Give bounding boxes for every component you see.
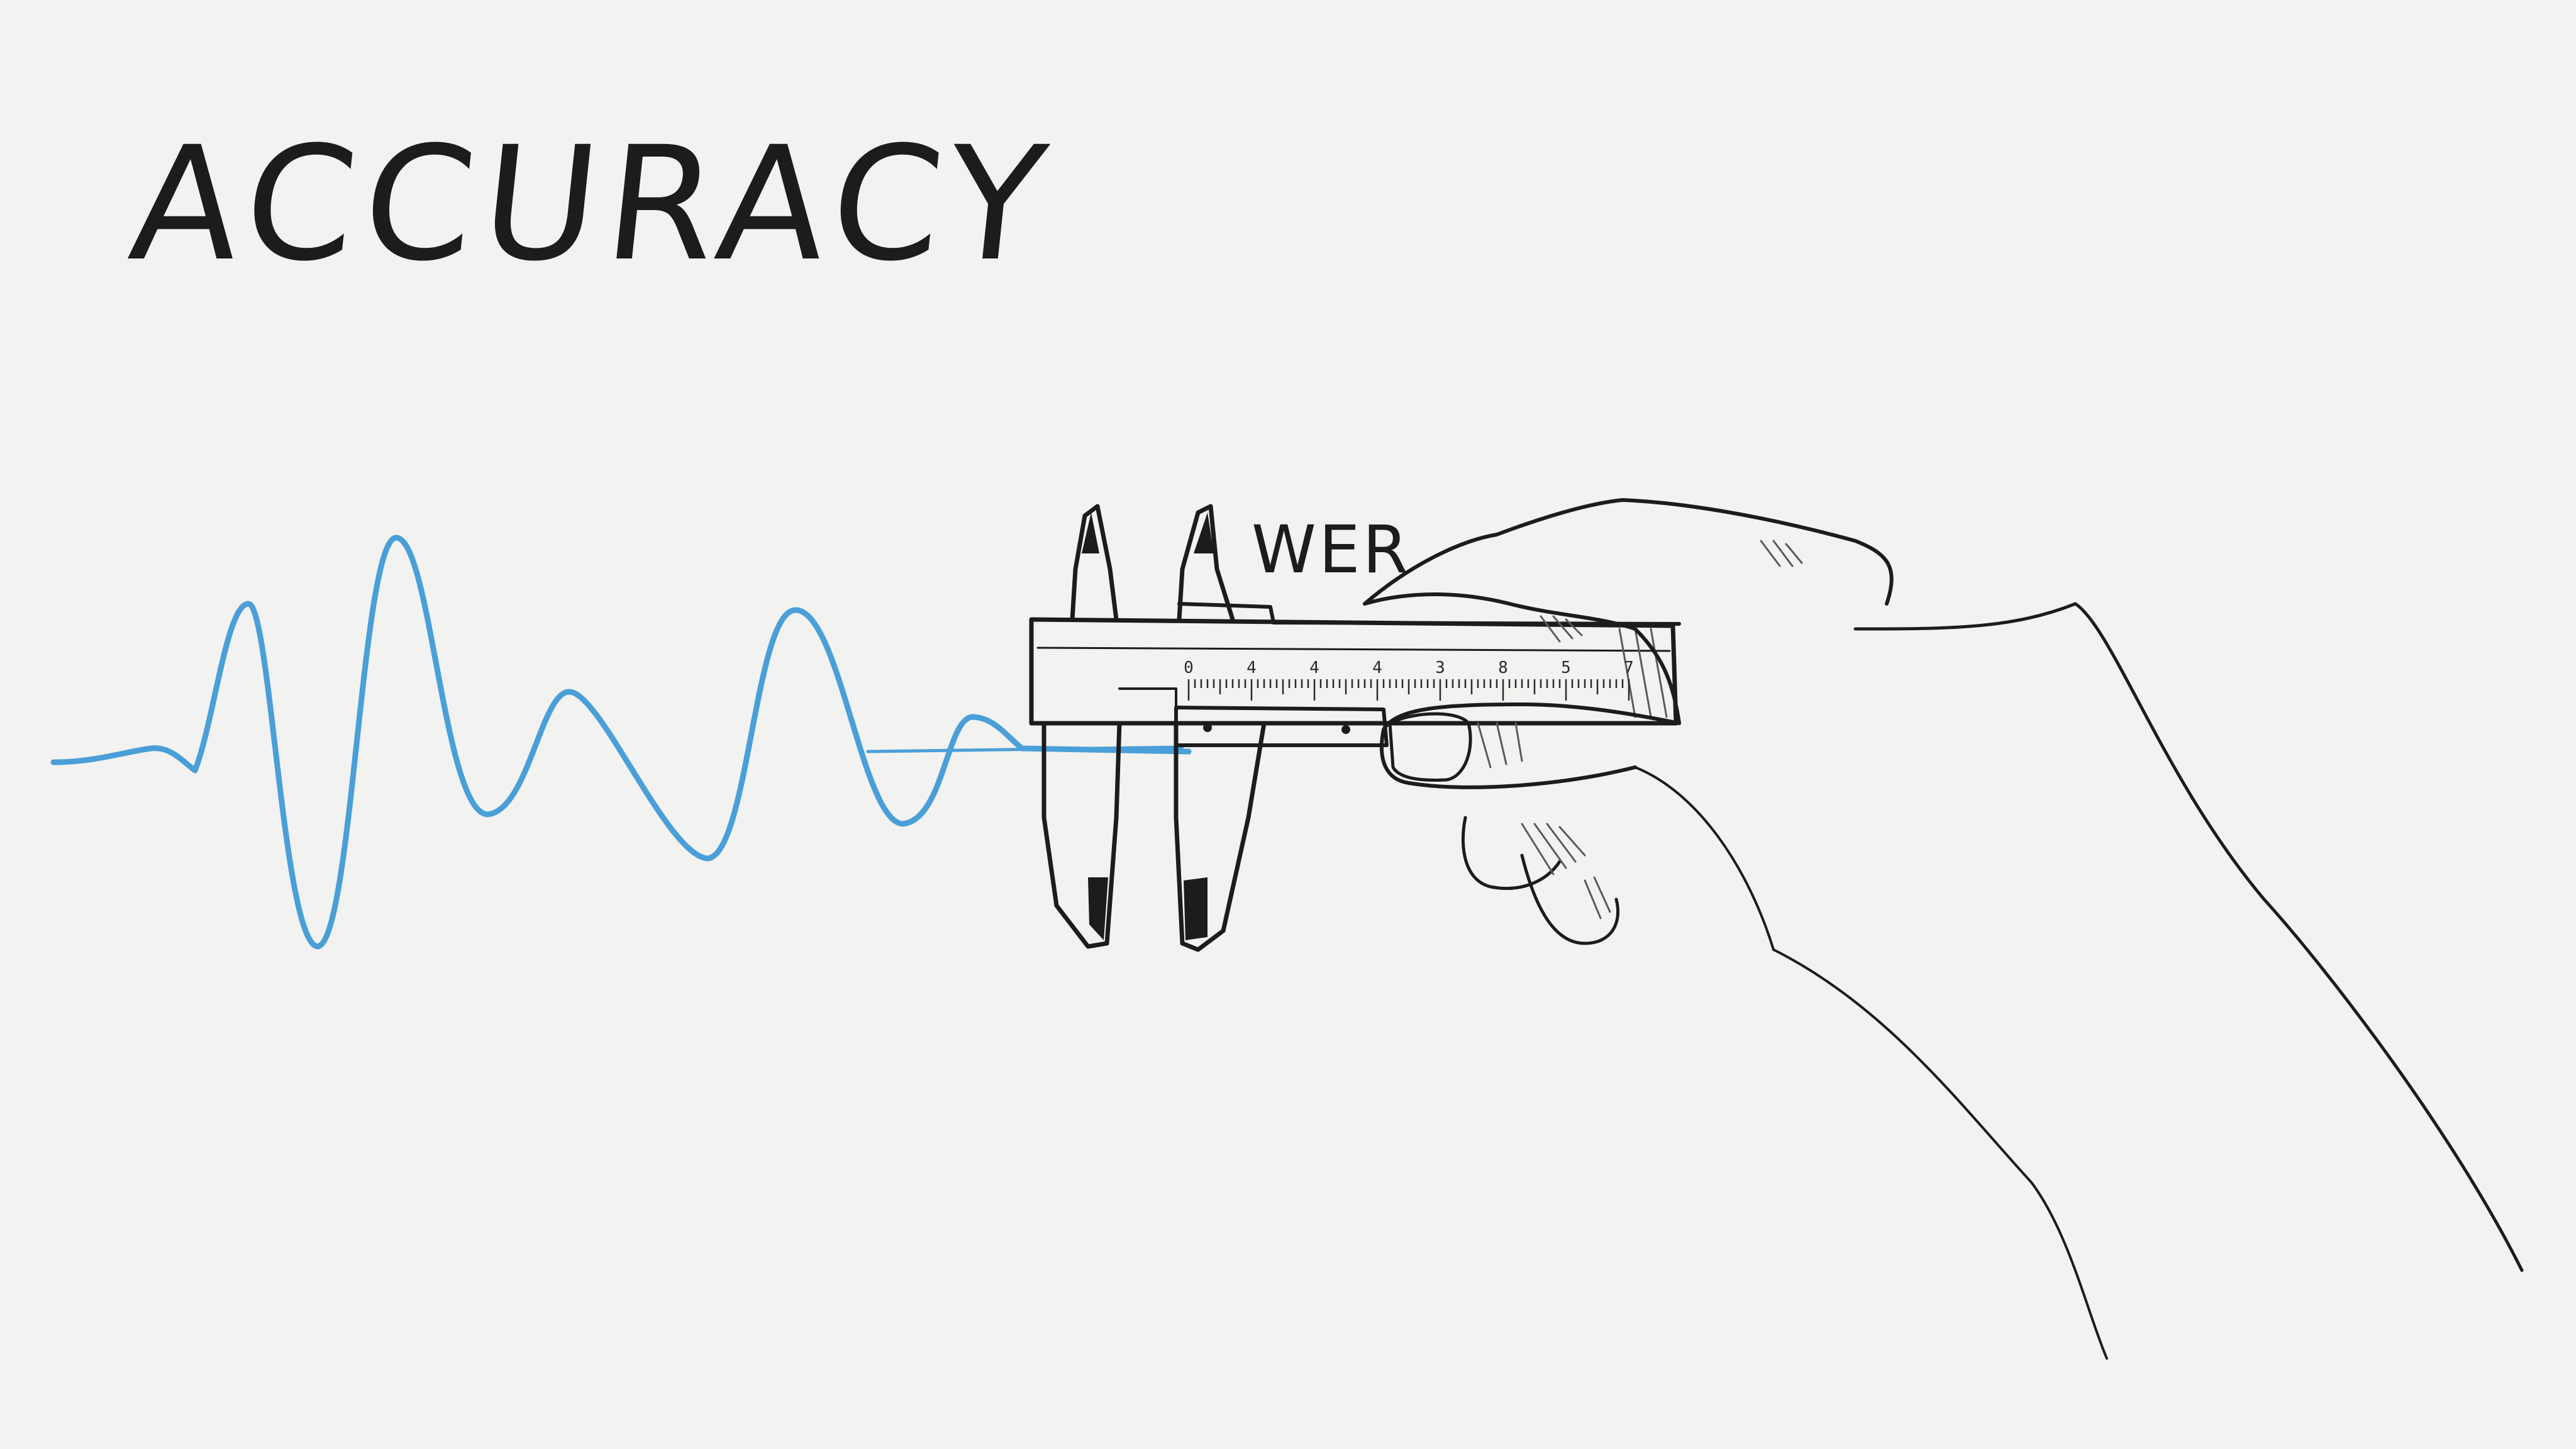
caliper-scale-label: 0 bbox=[1184, 658, 1194, 677]
caliper-scale-label: 4 bbox=[1372, 658, 1382, 677]
waveform-icon bbox=[50, 535, 1192, 950]
wer-label: WER bbox=[1252, 511, 1411, 588]
caliper-scale-label: 4 bbox=[1309, 658, 1319, 677]
hand-holding-caliper-icon bbox=[1363, 498, 2524, 1360]
caliper-scale-label: 7 bbox=[1624, 658, 1634, 677]
caliper-scale bbox=[1187, 679, 1630, 701]
caliper-scale-label: 5 bbox=[1561, 658, 1571, 677]
caliper-scale-label: 8 bbox=[1498, 658, 1508, 677]
caliper-scale-label: 3 bbox=[1435, 658, 1445, 677]
caliper-scale-labels: 0 4 4 4 3 8 5 7 bbox=[1184, 658, 1634, 677]
caliper-icon: 0 4 4 4 3 8 5 7 bbox=[1029, 504, 1681, 952]
caliper-scale-label: 4 bbox=[1246, 658, 1257, 677]
